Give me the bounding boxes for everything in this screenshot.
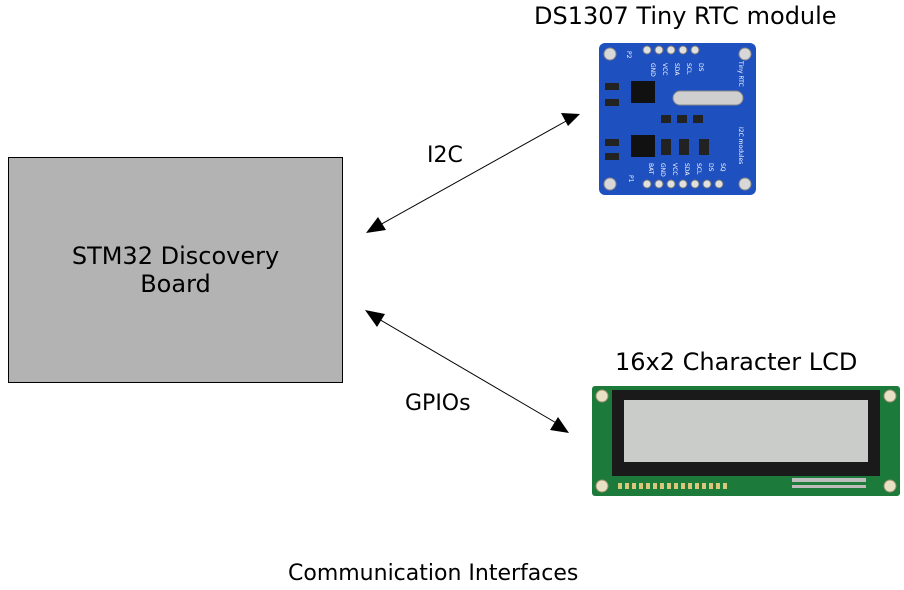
lcd-module-image [592, 386, 900, 500]
rtc-pin-bottom-4: SCL [695, 163, 702, 175]
rtc-pin-top-1: VCC [661, 63, 668, 75]
rtc-pin-top-3: SCL [685, 63, 692, 75]
gpio-arrow [365, 310, 569, 433]
rtc-pin-top-4: DS [697, 63, 704, 72]
rtc-pin-bottom-2: VCC [671, 163, 678, 175]
rtc-pin-top-2: SDA [673, 63, 680, 76]
rtc-pin-bottom-5: DS [707, 163, 714, 172]
rtc-module-image: GND VCC SDA SCL DS BAT GND VCC SDA SCL D… [599, 43, 756, 199]
rtc-pin-bottom-1: GND [659, 163, 666, 177]
i2c-arrow [366, 113, 580, 233]
rtc-pin-bottom-0: BAT [647, 163, 654, 175]
rtc-pin-bottom-3: SDA [683, 163, 690, 176]
rtc-silk-p2: P2 [625, 51, 632, 59]
rtc-silk-i2c-modules: I2C modules [737, 127, 744, 164]
rtc-pin-bottom-6: SQ [719, 163, 726, 172]
rtc-silk-p1: P1 [627, 175, 634, 183]
rtc-pin-top-0: GND [649, 63, 656, 77]
rtc-silk-tiny-rtc: Tiny RTC [737, 60, 744, 87]
